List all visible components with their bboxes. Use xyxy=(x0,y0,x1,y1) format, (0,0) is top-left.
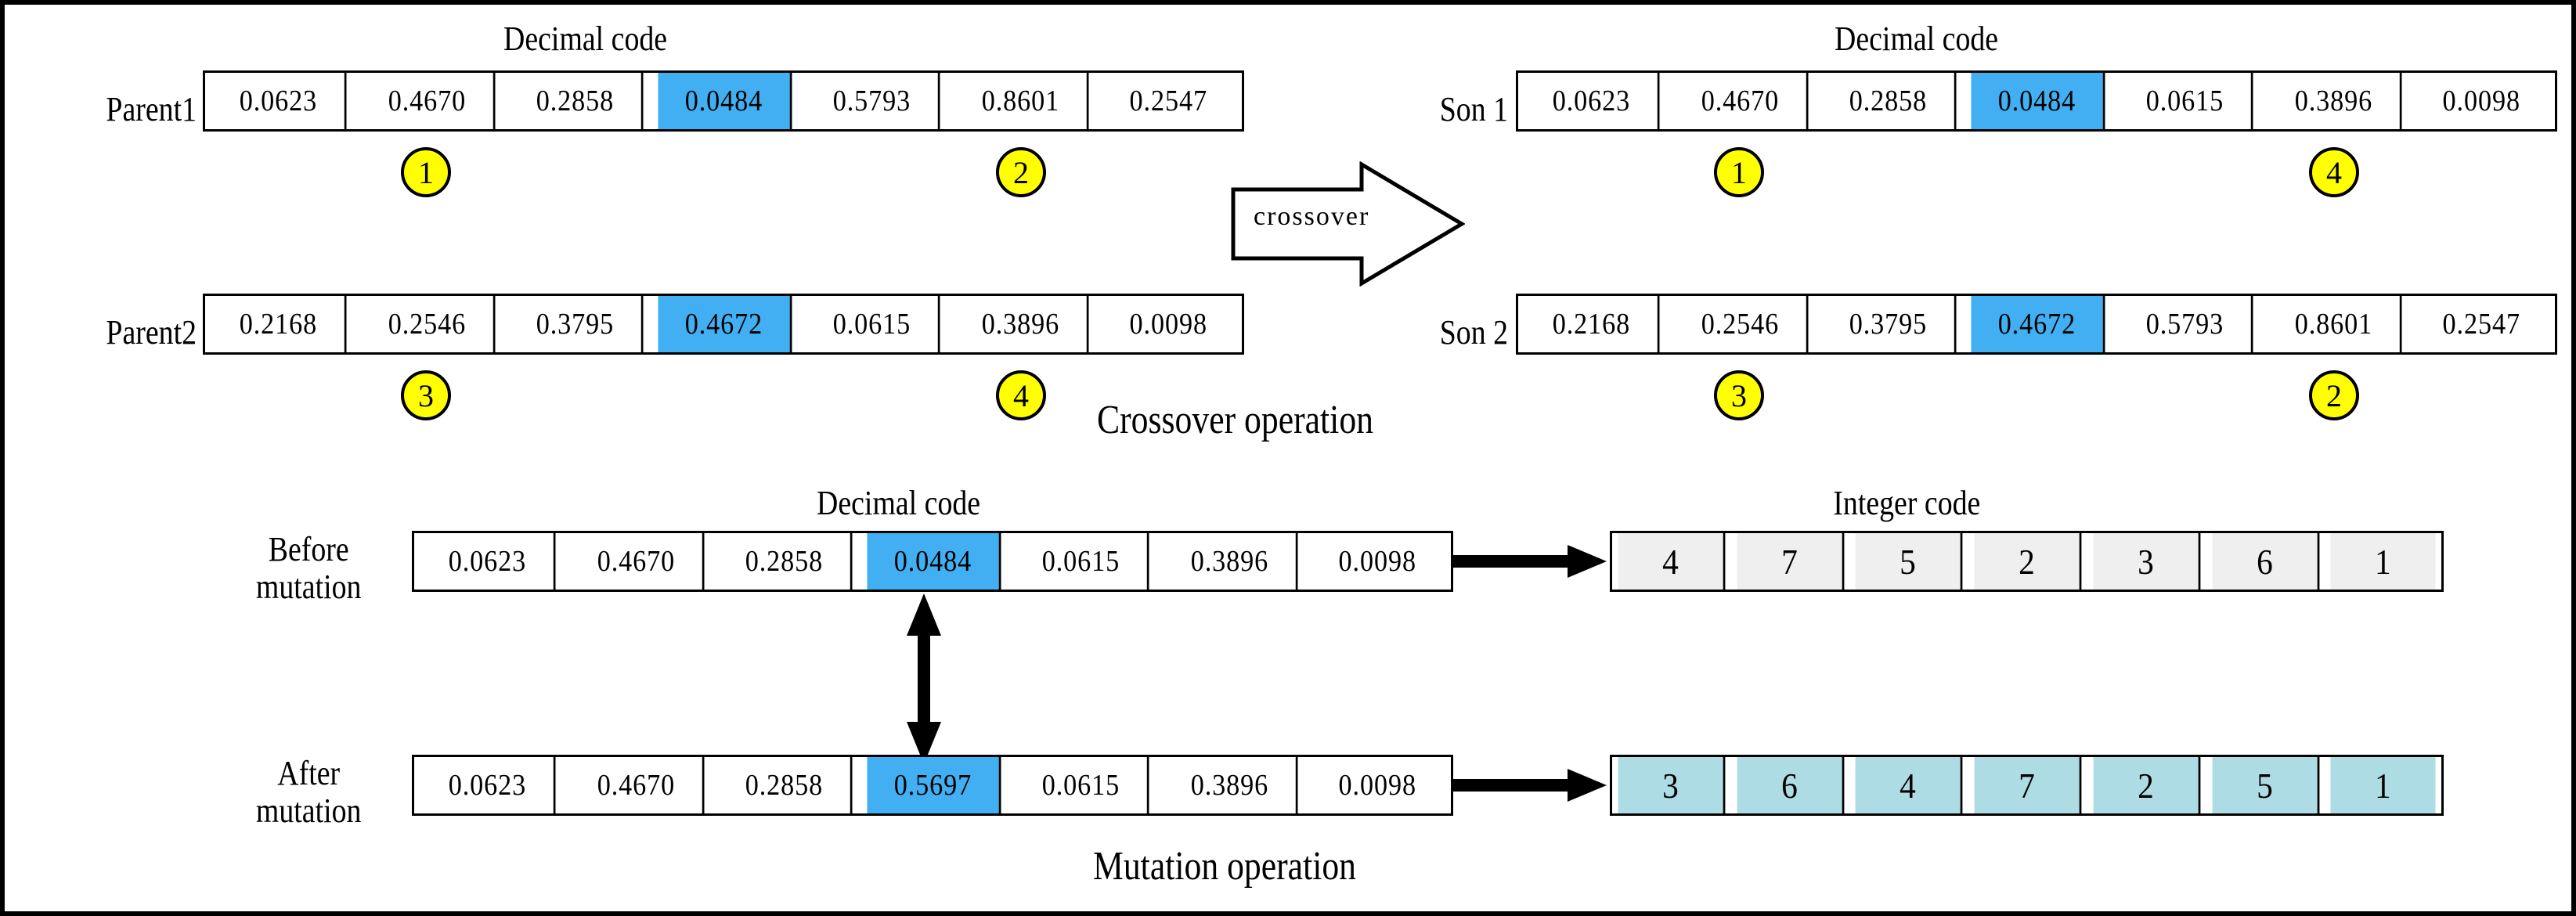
son1-cell: 0.0484 xyxy=(1971,73,2105,129)
son2-cell: 0.2546 xyxy=(1674,296,1808,352)
son1-cell: 0.2858 xyxy=(1822,73,1957,129)
parent1-cell: 0.2858 xyxy=(509,73,644,129)
parent2-cell: 0.0615 xyxy=(806,296,940,352)
before-mutation-integer-cell: 5 xyxy=(1856,533,1963,590)
parent1-label: Parent1 xyxy=(106,90,197,128)
before-mutation-decimal-cell: 0.4670 xyxy=(570,533,704,590)
parent2-cell: 0.2168 xyxy=(212,296,347,352)
after-mutation-decimal-cell: 0.0098 xyxy=(1311,757,1444,813)
after-mutation-decimal-cell: 0.0615 xyxy=(1015,757,1149,813)
son1-marker: 4 xyxy=(2309,147,2359,197)
after-mutation-integer-cell: 4 xyxy=(1856,757,1963,813)
parent2-marker: 3 xyxy=(401,370,451,420)
mutation-operation-caption: Mutation operation xyxy=(1093,844,1357,889)
parent2-cell: 0.3896 xyxy=(954,296,1088,352)
after-mutation-label-line1: After xyxy=(277,754,341,792)
before-mutation-integer-cell: 6 xyxy=(2212,533,2319,590)
son2-marker: 3 xyxy=(1714,370,1764,420)
parent2-label: Parent2 xyxy=(106,313,197,352)
son1-cell: 0.4670 xyxy=(1674,73,1808,129)
parent1-cell: 0.0484 xyxy=(658,73,792,129)
before-mutation-decimal-cell: 0.3896 xyxy=(1164,533,1297,590)
before-mutation-decimal-cell: 0.2858 xyxy=(718,533,853,590)
son2-cell: 0.2168 xyxy=(1525,296,1660,352)
mutation-double-arrow xyxy=(906,592,942,766)
before-mutation-decimal-cell: 0.0098 xyxy=(1311,533,1444,590)
parent2-marker: 4 xyxy=(996,370,1046,420)
after-mutation-to-integer-arrow xyxy=(1453,767,1610,803)
parent1-cell: 0.8601 xyxy=(954,73,1088,129)
parent2-cell: 0.3795 xyxy=(509,296,644,352)
parent1-cell: 0.2547 xyxy=(1102,73,1235,129)
after-mutation-decimal-cell: 0.3896 xyxy=(1164,757,1297,813)
son2-label: Son 2 xyxy=(1439,313,1508,352)
before-mutation-decimal-cell: 0.0615 xyxy=(1015,533,1149,590)
parent2-cell: 0.0098 xyxy=(1102,296,1235,352)
decimal-code-header-right: Decimal code xyxy=(1835,20,1999,58)
after-mutation-integer-cell: 3 xyxy=(1618,757,1726,813)
son2-marker: 2 xyxy=(2309,370,2359,420)
after-mutation-decimal-cell: 0.0623 xyxy=(421,757,556,813)
before-mutation-integer-cell: 7 xyxy=(1737,533,1844,590)
son2-cell: 0.8601 xyxy=(2268,296,2401,352)
son1-label: Son 1 xyxy=(1439,90,1508,128)
crossover-operation-caption: Crossover operation xyxy=(1097,398,1374,442)
before-mutation-to-integer-arrow xyxy=(1453,543,1610,579)
son1-cell: 0.0615 xyxy=(2119,73,2253,129)
after-mutation-integer-cell: 6 xyxy=(1737,757,1844,813)
before-mutation-integer-cell: 4 xyxy=(1618,533,1726,590)
after-mutation-integer-cell: 7 xyxy=(1974,757,2082,813)
before-mutation-integer-cell: 2 xyxy=(1974,533,2082,590)
after-mutation-integer-cell: 1 xyxy=(2330,757,2436,813)
son1-marker: 1 xyxy=(1714,147,1764,197)
son1-cell: 0.0623 xyxy=(1525,73,1660,129)
crossover-arrow-label: crossover xyxy=(1254,202,1370,231)
parent1-marker: 2 xyxy=(996,147,1046,197)
after-mutation-label-line2: mutation xyxy=(255,791,362,830)
before-mutation-integer-cell: 1 xyxy=(2330,533,2436,590)
after-mutation-integer-cell: 2 xyxy=(2093,757,2201,813)
son2-cell: 0.5793 xyxy=(2119,296,2253,352)
son1-cell: 0.0098 xyxy=(2415,73,2548,129)
parent1-cell: 0.5793 xyxy=(806,73,940,129)
after-mutation-label: After mutation xyxy=(221,755,396,829)
decimal-code-header-left: Decimal code xyxy=(503,20,668,58)
before-mutation-label: Before mutation xyxy=(221,531,396,605)
crossover-block-arrow: crossover xyxy=(1230,161,1465,287)
son2-cell: 0.4672 xyxy=(1971,296,2105,352)
after-mutation-decimal-cell: 0.5697 xyxy=(867,757,1001,813)
parent1-cell: 0.0623 xyxy=(212,73,347,129)
parent2-cell: 0.4672 xyxy=(658,296,792,352)
parent1-marker: 1 xyxy=(401,147,451,197)
after-mutation-decimal-cell: 0.2858 xyxy=(718,757,853,813)
parent2-cell: 0.2546 xyxy=(361,296,495,352)
parent1-cell: 0.4670 xyxy=(361,73,495,129)
integer-code-header: Integer code xyxy=(1833,484,1981,522)
after-mutation-decimal-cell: 0.4670 xyxy=(570,757,704,813)
before-mutation-label-line1: Before xyxy=(268,530,349,568)
before-mutation-decimal-cell: 0.0623 xyxy=(421,533,556,590)
decimal-code-header-bottom: Decimal code xyxy=(817,484,981,522)
before-mutation-integer-cell: 3 xyxy=(2093,533,2201,590)
after-mutation-integer-cell: 5 xyxy=(2212,757,2319,813)
son2-cell: 0.2547 xyxy=(2415,296,2548,352)
son1-cell: 0.3896 xyxy=(2268,73,2401,129)
son2-cell: 0.3795 xyxy=(1822,296,1957,352)
before-mutation-label-line2: mutation xyxy=(255,567,362,606)
before-mutation-decimal-cell: 0.0484 xyxy=(867,533,1001,590)
